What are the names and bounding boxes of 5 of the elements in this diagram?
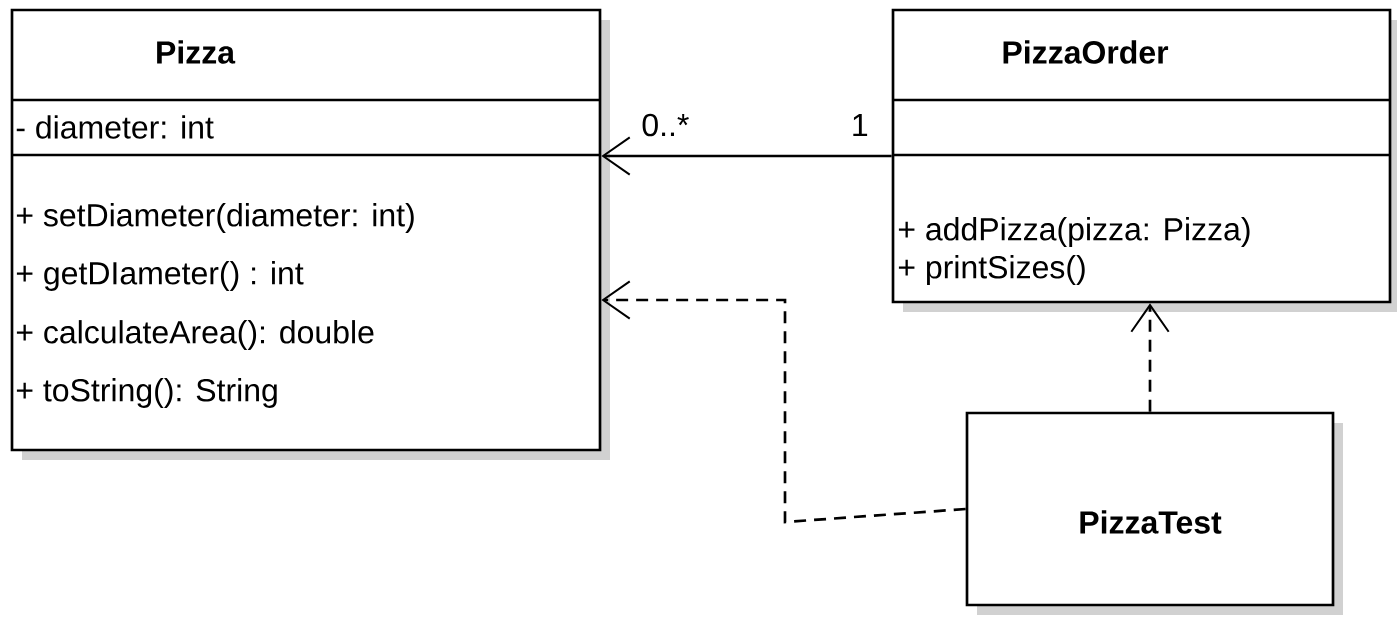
multiplicity-label: 0..* <box>642 113 689 137</box>
arrow <box>1130 303 1170 412</box>
arrow <box>601 280 966 524</box>
arrow <box>601 136 892 176</box>
multiplicity-label: 1 <box>853 114 868 136</box>
